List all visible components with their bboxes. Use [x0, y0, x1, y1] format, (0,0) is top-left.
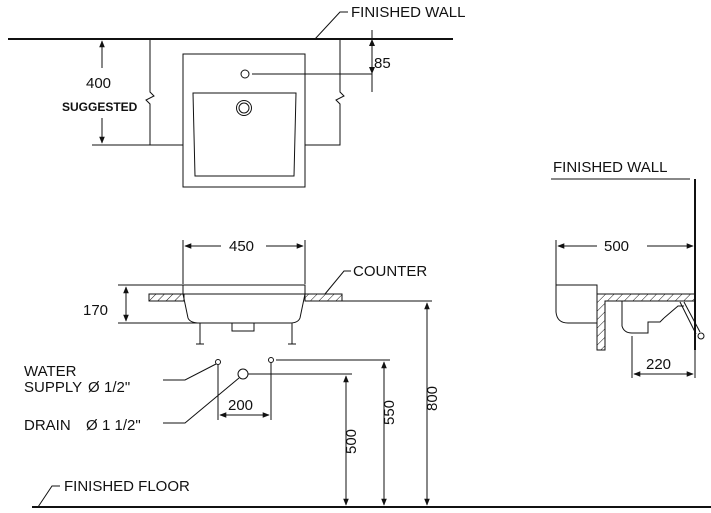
dim-400: 400: [86, 75, 111, 92]
finished-wall-label-side: FINISHED WALL: [553, 159, 667, 176]
suggested-label: SUGGESTED: [62, 100, 138, 114]
basin-outer-top: [182, 53, 306, 188]
faucet-hole: [240, 69, 250, 79]
trap-pipe-side: [663, 305, 684, 319]
overflow-hole-inner: [238, 102, 250, 114]
finished-wall-leader-top: [314, 11, 348, 40]
dim-450: 450: [229, 238, 254, 255]
counter-outline-left: [145, 39, 183, 146]
counter-side-section: [596, 293, 696, 351]
basin-bowl-top: [192, 92, 297, 177]
dim-170: 170: [83, 302, 108, 319]
water-supply-label-1: WATER: [24, 363, 77, 380]
counter-label: COUNTER: [353, 263, 427, 280]
counter-outline-right: [305, 39, 345, 146]
dim-85: 85: [374, 55, 391, 72]
drain-point: [237, 368, 249, 380]
basin-side: [555, 284, 598, 324]
drain-side: [621, 301, 665, 334]
dim-200: 200: [228, 397, 253, 414]
dim-220: 220: [646, 356, 671, 373]
overflow-hole-outer: [236, 100, 252, 116]
drain-leader: [163, 377, 240, 424]
water-supply-point-right: [268, 357, 274, 363]
drain-label: DRAIN: [24, 417, 71, 434]
finished-floor-label: FINISHED FLOOR: [64, 478, 190, 495]
water-supply-label-2: SUPPLY: [24, 379, 82, 396]
basin-body-front: [182, 284, 306, 324]
dim-500-depth: 500: [604, 238, 629, 255]
water-supply-size: 1/2": [104, 379, 130, 396]
drain-body-front: [231, 322, 255, 332]
counter-slab-right: [304, 293, 343, 302]
drain-size: 1 1/2": [102, 417, 141, 434]
counter-leader: [324, 270, 351, 295]
dim-500-height: 500: [343, 429, 360, 454]
water-supply-diameter: Ø: [88, 379, 100, 396]
finished-wall-label-top: FINISHED WALL: [351, 4, 465, 21]
finished-floor-leader: [37, 485, 60, 508]
water-supply-point-left: [215, 359, 221, 365]
water-supply-leader: [163, 363, 217, 381]
front-view: 450 COUNTER 170 WATER SUPPLY Ø 1/2" DRAI…: [24, 238, 711, 508]
dim-550: 550: [381, 400, 398, 425]
top-view: FINISHED WALL 85 400 SUGGESTED: [8, 4, 465, 188]
hose-end: [697, 332, 705, 340]
dim-800: 800: [424, 386, 441, 411]
supply-hose-side: [679, 301, 701, 335]
side-view: FINISHED WALL 500 220: [551, 159, 705, 378]
drain-diameter: Ø: [86, 417, 98, 434]
counter-slab-left: [148, 293, 185, 302]
